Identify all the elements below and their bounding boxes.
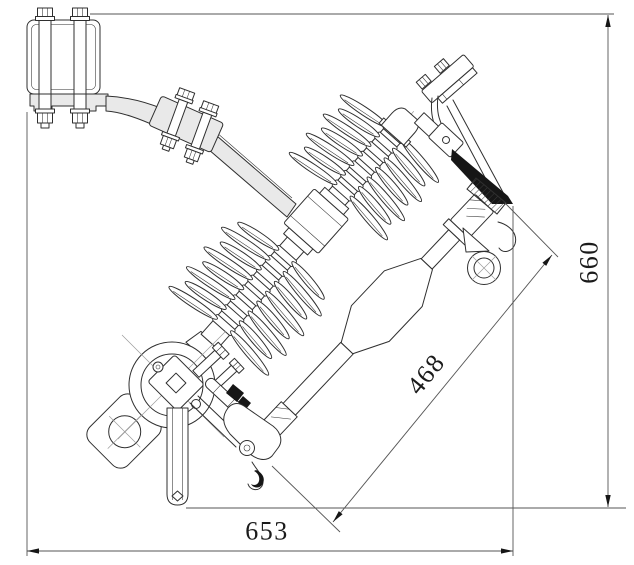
insulator-shed [305,132,406,222]
crossarm-bolt [35,7,55,129]
insulator-shed [202,261,290,340]
fuse-link-rod [166,407,189,506]
insulator-shed [322,113,423,203]
extension-line-tube-top [504,202,559,258]
dimension-width-label: 653 [245,517,289,546]
tube-upper-section [420,229,461,270]
clamp-bolt [159,87,196,152]
insulator-clamp [149,87,224,165]
insulator-shed [219,241,308,320]
upper-contact-assembly [413,54,517,285]
crossarm-bolt [70,7,90,129]
insulator-shed [303,146,392,225]
trunnion-bolt [192,341,230,378]
insulator-shed [184,280,273,360]
insulator-shed [168,285,270,376]
trunk-collar [318,186,350,216]
rod-tip [171,490,184,502]
dimension-annotations: 660 653 468 [26,13,626,556]
crossarm-section [26,19,101,95]
insulator-sheds [168,94,440,376]
upper-terminal [415,54,478,104]
contact-pad [466,177,507,215]
contact-blade [451,149,513,204]
dimension-height-label: 660 [575,240,604,284]
insulator-shed [320,127,409,206]
tube-lower-section [282,341,354,416]
insulator-shed [203,246,305,337]
lower-hinge-assembly [86,330,282,506]
lower-contact-casting [223,403,282,460]
insulator-shed [337,108,426,187]
dimension-line-tube [332,254,553,523]
insulator-shed [221,226,322,317]
extension-line-tube-bottom [271,465,341,533]
insulator-shed [185,266,287,356]
clamp-bolt [183,100,220,165]
insulator [141,94,440,419]
load-break-hook [497,221,517,252]
insulator-shed [237,221,325,300]
flipper-hook [247,461,264,491]
insulator-shed [288,151,389,241]
dimension-tube-label: 468 [401,348,451,400]
contact-hinge-block [428,122,464,158]
